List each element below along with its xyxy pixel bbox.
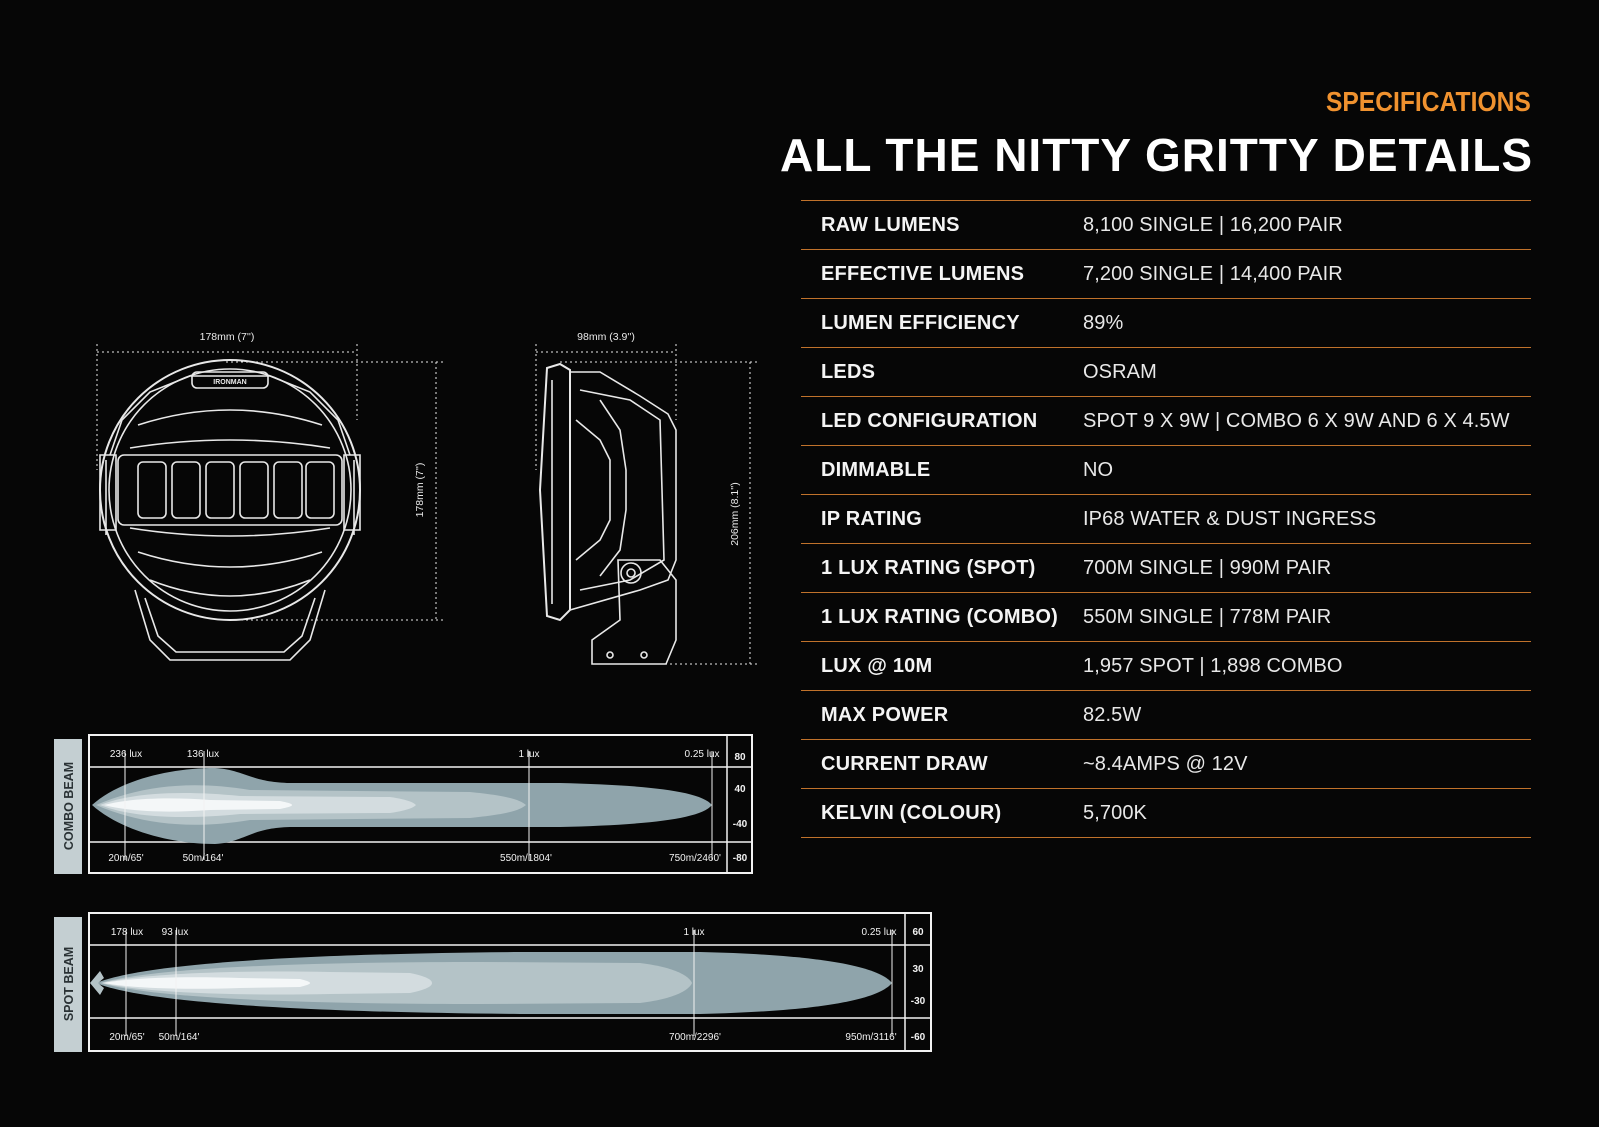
combo-beam-tab [54, 739, 82, 874]
spot-lux-label: 93 lux [162, 927, 189, 938]
spec-row: 1 LUX RATING (COMBO) 550M SINGLE | 778M P… [801, 593, 1531, 642]
side-height-dimension: 206mm (8.1'') [729, 482, 741, 546]
spot-width-label: 60 [912, 927, 924, 938]
spec-value: 82.5W [1083, 703, 1142, 726]
section-eyebrow: SPECIFICATIONS [1326, 86, 1531, 117]
spec-label: LEDS [821, 360, 876, 383]
page-title: ALL THE NITTY GRITTY DETAILS [780, 129, 1533, 181]
spec-value: 550M SINGLE | 778M PAIR [1083, 605, 1332, 628]
spec-label: DIMMABLE [821, 458, 931, 481]
combo-lux-label: 136 lux [187, 749, 219, 760]
spot-lux-label: 178 lux [111, 927, 143, 938]
combo-lux-label: 1 lux [518, 749, 539, 760]
spec-label: LUX @ 10M [821, 654, 933, 677]
spec-row: RAW LUMENS 8,100 SINGLE | 16,200 PAIR [801, 201, 1531, 250]
side-view-drawing [535, 344, 760, 665]
front-width-dimension: 178mm (7'') [200, 331, 255, 343]
spec-label: EFFECTIVE LUMENS [821, 262, 1025, 285]
spec-label: 1 LUX RATING (COMBO) [821, 605, 1058, 628]
spec-row: LEDS OSRAM [801, 348, 1531, 397]
spec-value: SPOT 9 X 9W | COMBO 6 X 9W AND 6 X 4.5W [1083, 409, 1510, 432]
combo-lux-label: 236 lux [110, 749, 142, 760]
spec-label: LED CONFIGURATION [821, 409, 1038, 432]
spot-beam-diagram: SPOT BEAM 178 lux 93 lux 1 lux 0.25 lux … [54, 912, 932, 1052]
spec-row: LUMEN EFFICIENCY 89% [801, 299, 1531, 348]
combo-width-label: 40 [734, 784, 746, 795]
brand-badge: IRONMAN [213, 379, 246, 386]
side-depth-dimension: 98mm (3.9'') [577, 331, 635, 343]
front-height-dimension: 178mm (7'') [414, 463, 426, 518]
spot-beam-title: SPOT BEAM [62, 947, 76, 1021]
spot-distance-label: 50m/164' [159, 1032, 200, 1043]
spec-value: 5,700K [1083, 801, 1147, 824]
spot-width-label: -30 [911, 996, 926, 1007]
spec-label: IP RATING [821, 507, 923, 530]
spec-value: 7,200 SINGLE | 14,400 PAIR [1083, 262, 1343, 285]
spot-width-label: 30 [912, 964, 924, 975]
combo-beam-title: COMBO BEAM [62, 762, 76, 850]
front-view-drawing [96, 344, 444, 661]
spot-width-label: -60 [911, 1032, 926, 1043]
combo-width-label: -80 [733, 853, 748, 864]
spec-table: RAW LUMENS 8,100 SINGLE | 16,200 PAIR EFF… [801, 200, 1531, 838]
spot-distance-label: 950m/3116' [845, 1032, 896, 1043]
spec-label: MAX POWER [821, 703, 949, 726]
combo-distance-label: 750m/2460' [669, 853, 721, 864]
spec-row: LUX @ 10M 1,957 SPOT | 1,898 COMBO [801, 642, 1531, 691]
spec-value: ~8.4AMPS @ 12V [1083, 752, 1248, 775]
spot-lux-label: 0.25 lux [861, 927, 896, 938]
spec-row: KELVIN (COLOUR) 5,700K [801, 789, 1531, 838]
spec-row: MAX POWER 82.5W [801, 691, 1531, 740]
spec-value: 700M SINGLE | 990M PAIR [1083, 556, 1332, 579]
combo-distance-label: 20m/65' [108, 853, 143, 864]
spec-value: 1,957 SPOT | 1,898 COMBO [1083, 654, 1343, 677]
spec-label: 1 LUX RATING (SPOT) [821, 556, 1036, 579]
spec-row: LED CONFIGURATION SPOT 9 X 9W | COMBO 6 X… [801, 397, 1531, 446]
spec-value: OSRAM [1083, 360, 1157, 383]
combo-width-label: -40 [733, 819, 748, 830]
spec-value: IP68 WATER & DUST INGRESS [1083, 507, 1377, 530]
spec-row: EFFECTIVE LUMENS 7,200 SINGLE | 14,400 PA… [801, 250, 1531, 299]
spec-value: 89% [1083, 311, 1124, 334]
spec-label: KELVIN (COLOUR) [821, 801, 1002, 824]
spot-lux-label: 1 lux [683, 927, 704, 938]
spec-row: 1 LUX RATING (SPOT) 700M SINGLE | 990M PA… [801, 544, 1531, 593]
spot-distance-label: 20m/65' [109, 1032, 144, 1043]
combo-width-label: 80 [734, 752, 746, 763]
combo-distance-label: 50m/164' [183, 853, 224, 864]
spec-value: NO [1083, 458, 1114, 481]
combo-beam-diagram: COMBO BEAM 236 lux 136 lux 1 lux 0.25 lu… [54, 734, 753, 874]
spec-row: IP RATING IP68 WATER & DUST INGRESS [801, 495, 1531, 544]
spec-label: LUMEN EFFICIENCY [821, 311, 1020, 334]
spot-distance-label: 700m/2296' [669, 1032, 721, 1043]
spec-label: CURRENT DRAW [821, 752, 988, 775]
spec-row: DIMMABLE NO [801, 446, 1531, 495]
spec-value: 8,100 SINGLE | 16,200 PAIR [1083, 213, 1343, 236]
combo-distance-label: 550m/1804' [500, 853, 552, 864]
combo-lux-label: 0.25 lux [684, 749, 719, 760]
spec-row: CURRENT DRAW ~8.4AMPS @ 12V [801, 740, 1531, 789]
spec-label: RAW LUMENS [821, 213, 960, 236]
spot-beam-tab [54, 917, 82, 1052]
